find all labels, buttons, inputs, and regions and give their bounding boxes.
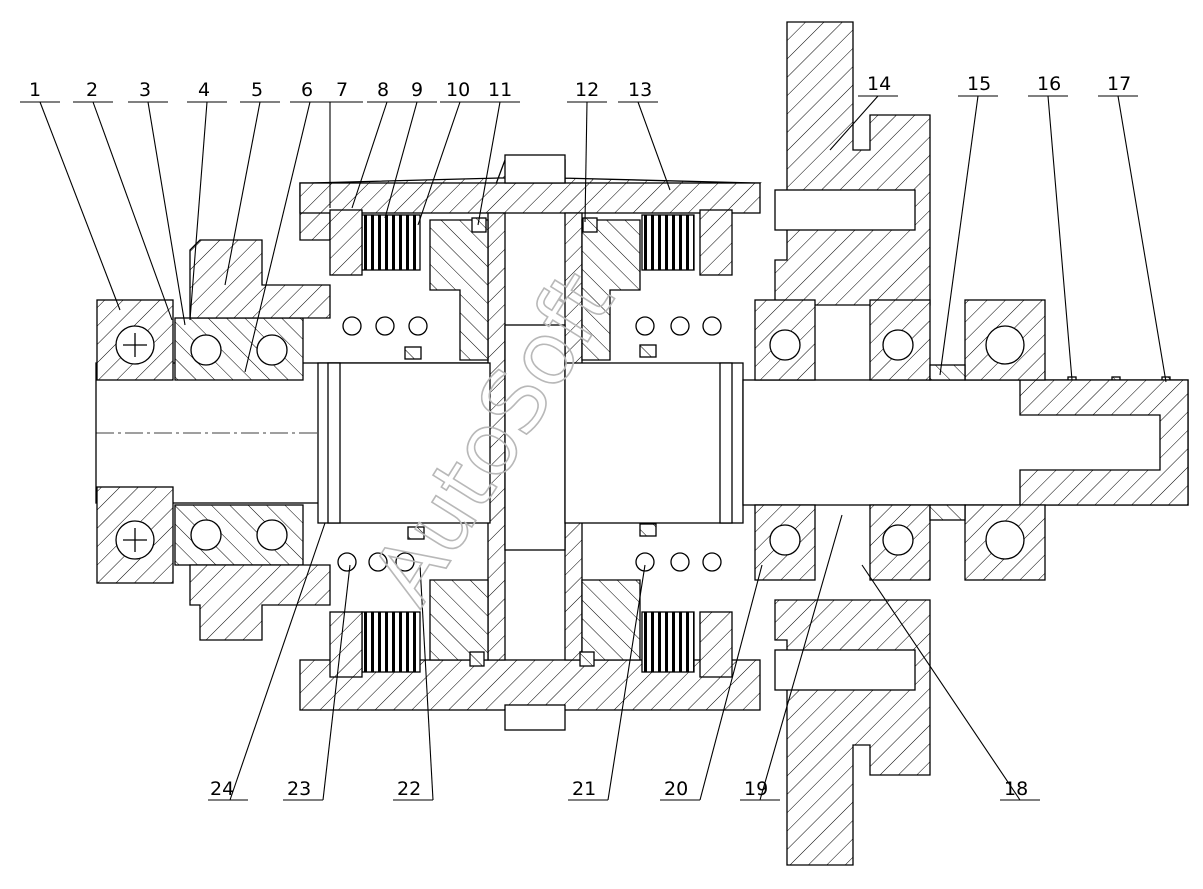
callout-1: 1 [29,79,41,101]
right-friction-plates-bottom [641,611,695,673]
right-friction-plates-top [641,214,695,271]
callout-7: 7 [336,79,348,101]
callout-11: 11 [488,79,512,101]
callout-8: 8 [377,79,389,101]
gear-bolt-bottom [774,649,916,691]
callout-24: 24 [210,778,234,800]
callout-2: 2 [86,79,98,101]
left-clutch-hub [317,362,491,524]
right-clutch-hub [564,362,744,524]
rotary-joint [1019,379,1189,506]
callouts-top: 1 2 3 4 5 6 7 8 9 10 11 12 13 14 15 16 1… [29,73,1131,101]
callout-9: 9 [411,79,423,101]
callout-19: 19 [744,778,768,800]
callout-12: 12 [575,79,599,101]
callout-6: 6 [301,79,313,101]
callout-18: 18 [1004,778,1028,800]
left-friction-plates-top [361,214,421,271]
callout-10: 10 [446,79,470,101]
callout-20: 20 [664,778,688,800]
callout-3: 3 [139,79,151,101]
callout-16: 16 [1037,73,1061,95]
callout-23: 23 [287,778,311,800]
left-friction-plates-bottom [361,611,421,673]
output-gear [774,21,931,306]
left-bearing-inner [174,317,304,566]
left-bearing-outer [96,299,174,584]
callout-5: 5 [251,79,263,101]
callout-4: 4 [198,79,210,101]
leader-lines [20,95,1167,801]
callout-17: 17 [1107,73,1131,95]
gear-bolt-top [774,189,916,231]
left-pressure-plate [429,219,489,361]
callout-15: 15 [967,73,991,95]
callout-14: 14 [867,73,891,95]
callout-21: 21 [572,778,596,800]
callout-13: 13 [628,79,652,101]
return-springs [337,316,722,572]
callouts-bottom: 24 23 22 21 20 19 18 [210,778,1028,800]
right-bearings [754,299,1046,581]
callout-22: 22 [397,778,421,800]
left-gear-hub [189,239,331,319]
part-geometry [95,21,1189,866]
right-pressure-plate [581,219,641,361]
